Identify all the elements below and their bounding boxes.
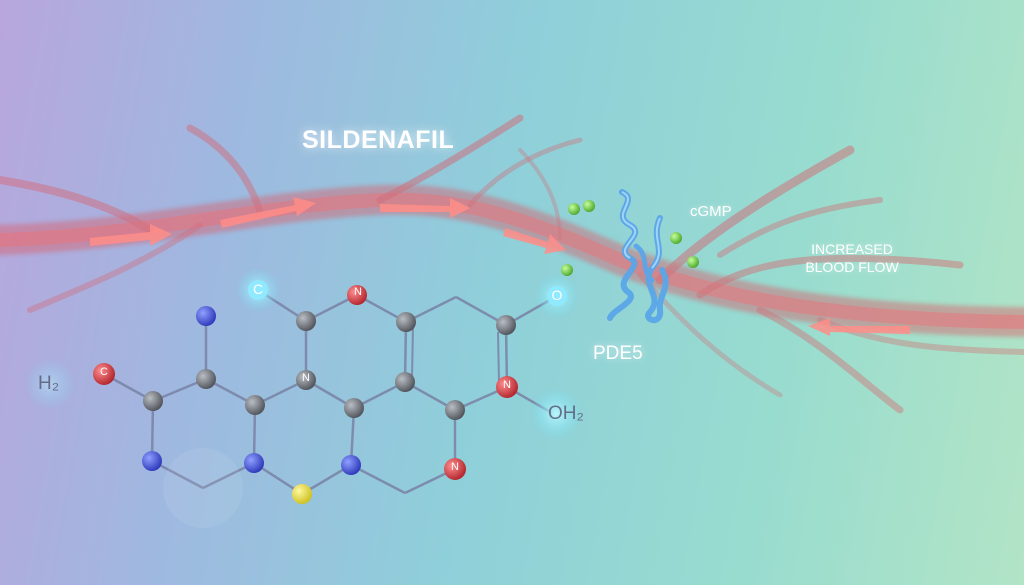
carbon-atom xyxy=(196,369,216,389)
carbon-atom xyxy=(143,391,163,411)
atom-letter-n-center: N xyxy=(302,372,310,384)
h2-group-label: H₂ xyxy=(38,373,60,394)
pde5-label: PDE5 xyxy=(593,343,643,364)
blood-flow-label: INCREASED BLOOD FLOW xyxy=(790,240,914,276)
carbon-atom xyxy=(296,370,316,390)
cgmp-label: cGMP xyxy=(690,203,732,220)
blood-flow-line-1: INCREASED xyxy=(811,241,893,257)
nitrogen-atom xyxy=(142,451,162,471)
atom-letter-c: C xyxy=(252,281,264,297)
atom-letter-n-right: N xyxy=(503,379,511,391)
cgmp-dot xyxy=(583,200,595,212)
atom-letter-c-left: C xyxy=(100,366,108,378)
oxygen-atom xyxy=(93,363,115,385)
blood-flow-line-2: BLOOD FLOW xyxy=(805,259,899,275)
carbon-atom xyxy=(396,312,416,332)
flow-arrow xyxy=(503,228,566,254)
carbon-atom xyxy=(445,400,465,420)
flow-arrow xyxy=(90,224,172,246)
atom-letter-o: O xyxy=(551,287,563,303)
cgmp-dot xyxy=(568,203,580,215)
carbon-atom xyxy=(344,398,364,418)
glow-atom xyxy=(248,280,268,300)
diagram-title: SILDENAFIL xyxy=(302,126,455,154)
oh2-group-label: OH₂ xyxy=(548,403,584,424)
molecule-atoms xyxy=(93,280,567,504)
flow-arrow xyxy=(380,198,470,218)
glow-atom xyxy=(547,286,567,306)
oxygen-atom xyxy=(444,458,466,480)
oxygen-atom xyxy=(496,376,518,398)
flow-arrows xyxy=(90,197,910,336)
carbon-atom xyxy=(395,372,415,392)
flow-arrow xyxy=(808,318,910,336)
cgmp-dot xyxy=(687,256,699,268)
nitrogen-atom xyxy=(341,455,361,475)
oxygen-atom xyxy=(347,285,367,305)
nitrogen-atom xyxy=(196,306,216,326)
cgmp-molecules xyxy=(561,200,699,276)
cgmp-dot xyxy=(670,232,682,244)
sulfur-atom xyxy=(292,484,312,504)
flow-arrow xyxy=(220,197,316,228)
nitrogen-atom xyxy=(244,453,264,473)
cgmp-dot xyxy=(561,264,573,276)
carbon-atom xyxy=(296,311,316,331)
atom-letter-n-bottom: N xyxy=(451,461,459,473)
carbon-atom xyxy=(245,395,265,415)
atom-letter-n: N xyxy=(354,286,362,298)
carbon-atom xyxy=(496,315,516,335)
